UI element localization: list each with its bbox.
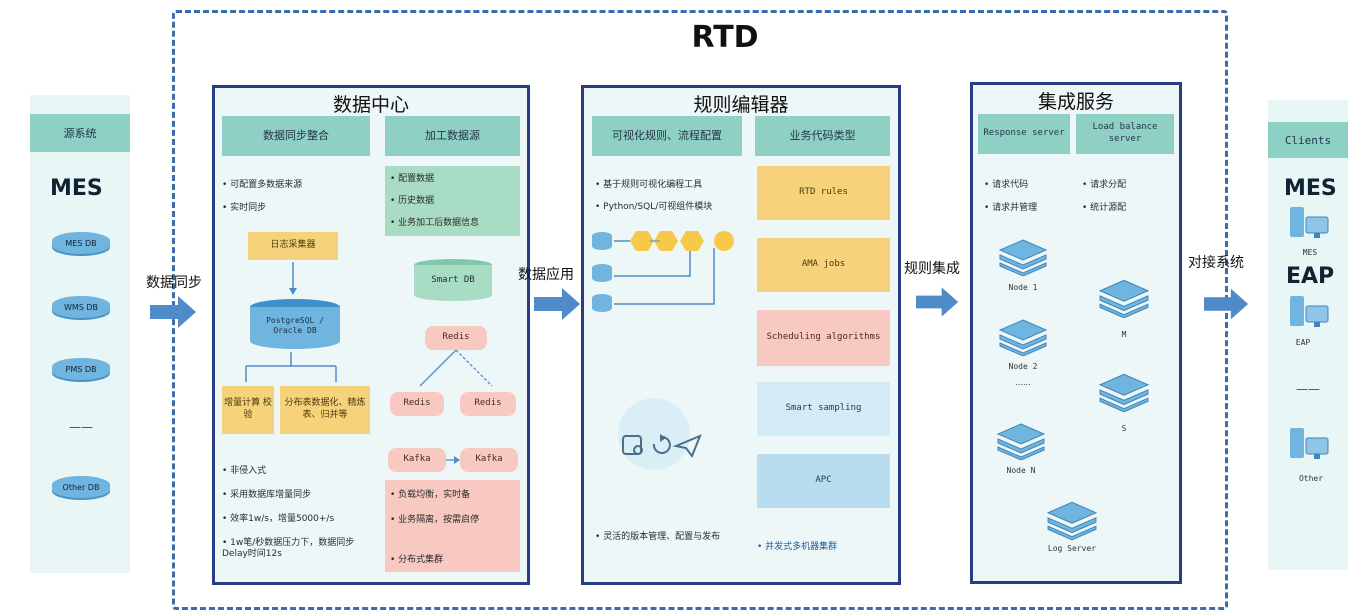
code-type-box: AMA jobs bbox=[757, 238, 890, 292]
re-col1-line: 基于规则可视化编程工具 bbox=[595, 180, 702, 191]
source-system-header: 源系统 bbox=[30, 114, 130, 152]
code-type-box: APC bbox=[757, 454, 890, 508]
integration-title: 集成服务 bbox=[1037, 91, 1114, 113]
dc-col2-bottom: 负载均衡，实时备 bbox=[390, 490, 470, 501]
flow-arrow bbox=[446, 456, 460, 464]
redis-left-box: Redis bbox=[390, 392, 444, 416]
code-type-box: Scheduling algorithms bbox=[757, 310, 890, 366]
redis-top-box: Redis bbox=[425, 326, 487, 350]
server-stack-icon bbox=[998, 319, 1048, 356]
source-dash: —— bbox=[69, 420, 93, 434]
log-server-label: Log Server bbox=[1047, 544, 1097, 553]
code-type-box: Smart sampling bbox=[757, 382, 890, 436]
integration-panel bbox=[970, 82, 1182, 584]
re-col1-line: Python/SQL/可视组件模块 bbox=[595, 202, 712, 213]
integration-col1-header: Response server bbox=[978, 114, 1070, 154]
workflow-diagram bbox=[592, 231, 734, 312]
database-icon bbox=[250, 299, 340, 349]
clients-mes-caption: MES bbox=[1302, 248, 1318, 257]
rtd-title: RTD bbox=[691, 20, 759, 55]
rule-editor-title: 规则编辑器 bbox=[693, 94, 789, 116]
database-icon bbox=[414, 259, 492, 301]
db-box-label: PostgreSQL / Oracle DB bbox=[266, 315, 324, 335]
dc-col1-bottom: 1w笔/秒数据压力下，数据同步Delay时间12s bbox=[222, 538, 372, 560]
int-col2-bullet: 请求分配 bbox=[1082, 180, 1126, 191]
arrow-icon bbox=[534, 288, 580, 320]
dc-col2-bottom: 业务隔离，按需启停 bbox=[390, 515, 516, 526]
dc-yellow-left: 增量计算 校验 bbox=[222, 386, 274, 434]
monitor-icon bbox=[1290, 296, 1329, 327]
node-label: Node N bbox=[1006, 466, 1036, 475]
int-col1-bullet: 请求代码 bbox=[984, 180, 1028, 191]
monitor-icon bbox=[1290, 207, 1329, 238]
server-stack-icon bbox=[1098, 373, 1150, 412]
rule-editor-col2-header: 业务代码类型 bbox=[755, 116, 890, 156]
server-stack-icon bbox=[1046, 501, 1098, 540]
dc-col1-bottom: 效率1w/s，增量5000+/s bbox=[222, 514, 334, 525]
dc-col2-bullet: 配置数据 bbox=[390, 174, 434, 185]
int-col1-bullet: 请求并管理 bbox=[984, 203, 1037, 214]
redis-right-box: Redis bbox=[460, 392, 516, 416]
clients-dash: —— bbox=[1296, 382, 1320, 396]
clients-header: Clients bbox=[1268, 122, 1348, 158]
clients-eap-label: EAP bbox=[1286, 264, 1335, 289]
share-icon bbox=[622, 434, 702, 459]
source-system-panel bbox=[30, 95, 130, 573]
smart-db-label: Smart DB bbox=[431, 275, 475, 286]
dc-col1-bottom: 采用数据库增量同步 bbox=[222, 490, 311, 501]
share-icon-circle bbox=[618, 398, 690, 470]
dc-yellow-right: 分布表数据化、精炼表、归并等 bbox=[280, 386, 370, 434]
source-db-pill: Other DB bbox=[52, 476, 110, 498]
arrow-label-sync: 数据同步 bbox=[146, 275, 202, 291]
node-label: Node 1 bbox=[1008, 283, 1038, 292]
source-db-pill: WMS DB bbox=[52, 296, 110, 318]
kafka-right-box: Kafka bbox=[460, 448, 518, 472]
clients-eap-caption: EAP bbox=[1295, 338, 1311, 347]
node-dash: ...... bbox=[1015, 378, 1031, 387]
arrow-label-apply: 数据应用 bbox=[518, 267, 574, 283]
data-center-title: 数据中心 bbox=[332, 94, 409, 116]
arrow-icon bbox=[1204, 288, 1249, 320]
server-stack-icon bbox=[996, 423, 1046, 460]
dc-col1-bottom: 非侵入式 bbox=[222, 466, 266, 477]
arrow-label-rule-integration: 规则集成 bbox=[904, 261, 960, 277]
server-stack-icon bbox=[1098, 279, 1150, 318]
re-col1-bottom: 灵活的版本管理、配置与发布 bbox=[595, 532, 735, 543]
dc-col2-bottom: 分布式集群 bbox=[390, 555, 443, 566]
clients-panel bbox=[1268, 100, 1348, 570]
arrow-icon bbox=[150, 296, 196, 328]
dc-col2-bullet: 历史数据 bbox=[390, 196, 434, 207]
monitor-icon bbox=[1290, 428, 1329, 459]
clients-other-caption: Other bbox=[1298, 474, 1324, 483]
flow-arrow bbox=[419, 350, 493, 387]
int-col2-bullet: 统计源配 bbox=[1082, 203, 1126, 214]
integration-col2-header: Load balance server bbox=[1076, 114, 1174, 154]
re-col2-bottom: 并发式多机器集群 bbox=[757, 542, 837, 553]
dc-col1-bullet: 可配置多数据来源 bbox=[222, 180, 302, 191]
arrow-icon bbox=[916, 287, 959, 317]
node-label: Node 2 bbox=[1008, 362, 1038, 371]
source-mes-label: MES bbox=[50, 176, 103, 201]
log-collector-box: 日志采集器 bbox=[248, 232, 338, 260]
server-stack-icon bbox=[998, 239, 1048, 276]
node-label: M bbox=[1121, 330, 1127, 339]
arrow-label-connect: 对接系统 bbox=[1188, 255, 1244, 271]
data-center-col2-header: 加工数据源 bbox=[385, 116, 520, 156]
flow-arrow bbox=[289, 262, 297, 295]
code-type-box: RTD rules bbox=[757, 166, 890, 220]
source-db-pill: PMS DB bbox=[52, 358, 110, 380]
rule-editor-col1-header: 可视化规则、流程配置 bbox=[592, 116, 742, 156]
clients-mes-label: MES bbox=[1284, 176, 1337, 201]
kafka-left-box: Kafka bbox=[388, 448, 446, 472]
flow-arrow bbox=[245, 352, 337, 382]
node-label: S bbox=[1121, 424, 1127, 433]
dc-col1-bullet: 实时同步 bbox=[222, 203, 266, 214]
data-center-col1-header: 数据同步整合 bbox=[222, 116, 370, 156]
source-db-pill: MES DB bbox=[52, 232, 110, 254]
dc-col2-bullet: 业务加工后数据信息 bbox=[390, 218, 479, 229]
